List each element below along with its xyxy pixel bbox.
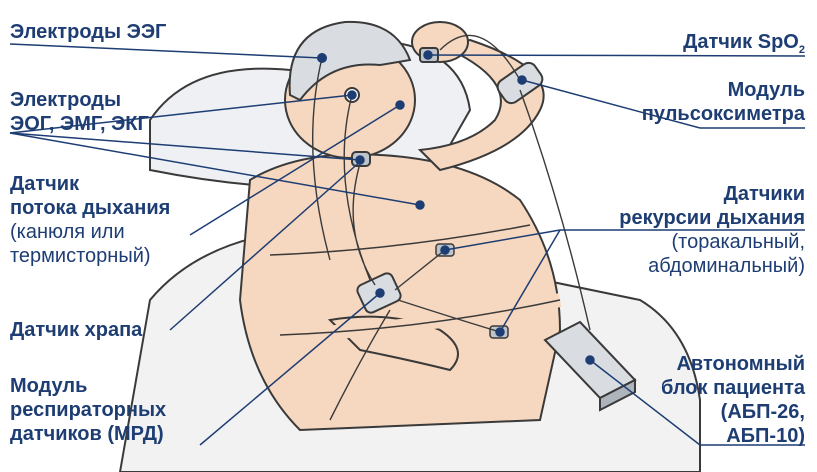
- label-mrd-line2: респираторных: [10, 398, 166, 422]
- label-airflow-sensor: Датчик потока дыхания (канюля или термис…: [10, 172, 170, 268]
- label-airflow-line2: потока дыхания: [10, 196, 170, 220]
- label-resp-line4: абдоминальный): [619, 254, 805, 278]
- label-resp-line3: (торакальный,: [619, 230, 805, 254]
- label-unit-line2: блок пациента: [661, 376, 805, 400]
- label-unit-line4: АБП-10): [661, 424, 805, 448]
- label-resp-effort-sensors: Датчики рекурсии дыхания (торакальный, а…: [619, 182, 805, 278]
- label-patient-unit: Автономный блок пациента (АБП-26, АБП-10…: [661, 352, 805, 448]
- label-unit-line3: (АБП-26,: [661, 400, 805, 424]
- label-snore-sensor: Датчик храпа: [10, 318, 142, 342]
- label-resp-line2: рекурсии дыхания: [619, 206, 805, 230]
- label-pulseox-line2: пульсоксиметра: [642, 102, 805, 126]
- label-eeg-electrodes: Электроды ЭЭГ: [10, 20, 166, 44]
- label-eog-line2: ЭОГ, ЭМГ, ЭКГ: [10, 112, 149, 136]
- label-spo2-sensor: Датчик SpO2: [683, 30, 805, 62]
- label-eog-line1: Электроды: [10, 88, 149, 112]
- label-spo2-subscript: 2: [799, 44, 805, 56]
- label-mrd-line3: датчиков (МРД): [10, 422, 166, 446]
- label-mrd-module: Модуль респираторных датчиков (МРД): [10, 374, 166, 446]
- label-unit-line1: Автономный: [661, 352, 805, 376]
- label-airflow-line3: (канюля или: [10, 220, 170, 244]
- label-pulseox-module: Модуль пульсоксиметра: [642, 78, 805, 126]
- label-airflow-line4: термисторный): [10, 244, 170, 268]
- label-mrd-line1: Модуль: [10, 374, 166, 398]
- label-eog-emg-ecg: Электроды ЭОГ, ЭМГ, ЭКГ: [10, 88, 149, 136]
- label-resp-line1: Датчики: [619, 182, 805, 206]
- label-pulseox-line1: Модуль: [642, 78, 805, 102]
- label-eeg-text: Электроды ЭЭГ: [10, 20, 166, 44]
- label-spo2-text: Датчик SpO: [683, 31, 799, 53]
- label-snore-text: Датчик храпа: [10, 318, 142, 342]
- label-airflow-line1: Датчик: [10, 172, 170, 196]
